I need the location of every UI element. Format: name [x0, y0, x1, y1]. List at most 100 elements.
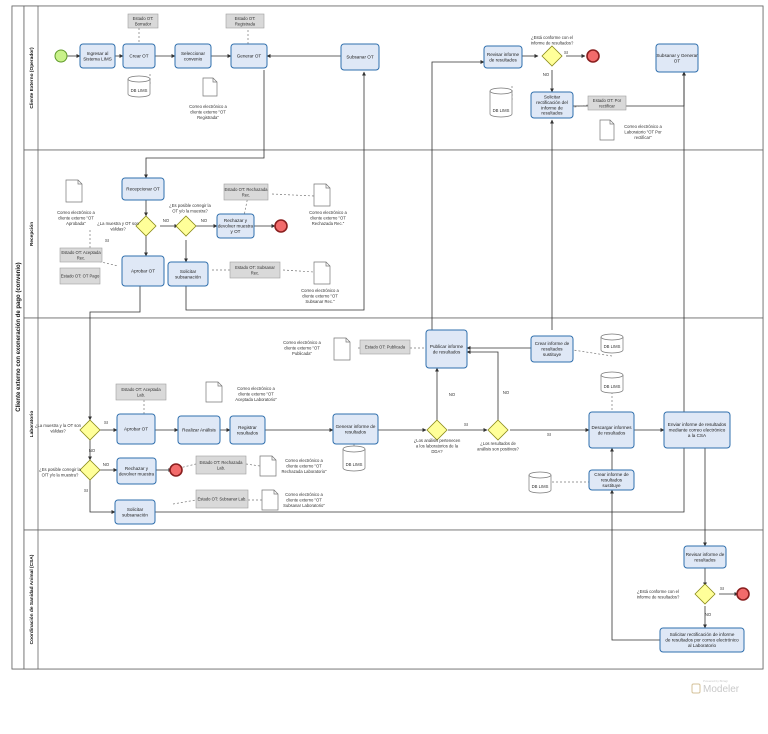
- end-event: [169, 463, 183, 477]
- sequence-flow: [431, 60, 485, 330]
- task-recepcionar: [121, 177, 165, 201]
- state-aceptada-lab: [115, 383, 167, 401]
- association: [559, 347, 613, 357]
- task-ingresar: [79, 43, 116, 69]
- association: [282, 269, 315, 273]
- task-revisar-csa: [683, 545, 727, 569]
- database-icon: [528, 475, 552, 494]
- watermark-large: Modeler: [703, 684, 740, 695]
- state-label: Estado OT: Publicada: [365, 345, 406, 350]
- gateway-posible-lab: [79, 459, 101, 481]
- task-crear-inf-top: [530, 335, 574, 363]
- state-rechazada-rec: [223, 183, 269, 201]
- gateway-pertenecen: [426, 419, 448, 441]
- task-seleccionar: [174, 43, 212, 69]
- database-icon: [489, 91, 513, 118]
- flow-label: NO: [163, 218, 170, 223]
- document-icon: [202, 77, 218, 97]
- database-icon: [342, 449, 366, 472]
- flow-label: NO: [449, 392, 456, 397]
- task-label: Recepcionar OT: [126, 187, 160, 192]
- pool-title: Cliente externo con exoneración de pago …: [16, 262, 22, 411]
- database-icon: [600, 337, 624, 354]
- database-label: DB LIMS: [493, 108, 510, 113]
- database-label: DB LIMS: [604, 344, 621, 349]
- database-top: [489, 87, 513, 95]
- database-top: [600, 333, 624, 341]
- watermark-small: Powered by Bizagi: [703, 679, 728, 683]
- end-event: [586, 49, 600, 63]
- gateway-conforme-op: [541, 45, 563, 67]
- flow-label: NO: [103, 462, 110, 467]
- document-icon: [205, 381, 223, 403]
- task-publicar: [425, 329, 468, 369]
- sequence-flow: [88, 286, 141, 421]
- state-label: Estado OT: OT Pago: [61, 274, 100, 279]
- sequence-flow: [155, 71, 686, 513]
- flow-label: SI: [84, 488, 88, 493]
- state-subsanar-rec: [229, 261, 281, 279]
- database-top: [127, 75, 151, 83]
- document-icon: [599, 119, 615, 141]
- association: [243, 195, 249, 217]
- task-revisar-op: [483, 45, 523, 69]
- sequence-flow: [89, 480, 116, 514]
- lane-header-csa: [23, 529, 39, 670]
- gateway-posible-rec: [175, 215, 197, 237]
- lane-label-csa: Coordinación de Sanidad Animal (CSA): [29, 554, 35, 644]
- document-icon: [261, 489, 279, 511]
- sequence-flow: [466, 350, 499, 420]
- flow-label: SI: [547, 432, 551, 437]
- flow-label: NO: [503, 390, 510, 395]
- task-enviar: [663, 411, 731, 449]
- database-top: [528, 471, 552, 479]
- lane-csa: [23, 529, 764, 670]
- start-event: [54, 49, 68, 63]
- state-borrador: [127, 13, 159, 29]
- end-event: [274, 219, 288, 233]
- document-icon: [313, 261, 331, 285]
- sequence-flow: [144, 70, 265, 179]
- flow-label: NO: [89, 448, 96, 453]
- task-crear-inf-bot: [588, 469, 635, 491]
- end-event: [736, 587, 750, 601]
- task-label: Subsanar OT: [346, 55, 374, 60]
- task-solicitar-csa: [659, 627, 745, 653]
- sequence-flow: [610, 489, 660, 641]
- state-label: Estado OT:Registrada: [235, 16, 256, 26]
- task-crear-ot: [122, 43, 156, 69]
- database-label: DB LIMS: [346, 462, 363, 467]
- gateway-validas-rec: [135, 215, 157, 237]
- flow-label: SI: [720, 586, 724, 591]
- lane-label-operador: Cliente Externo (Operador): [29, 47, 35, 109]
- task-generar-ot: [230, 43, 268, 69]
